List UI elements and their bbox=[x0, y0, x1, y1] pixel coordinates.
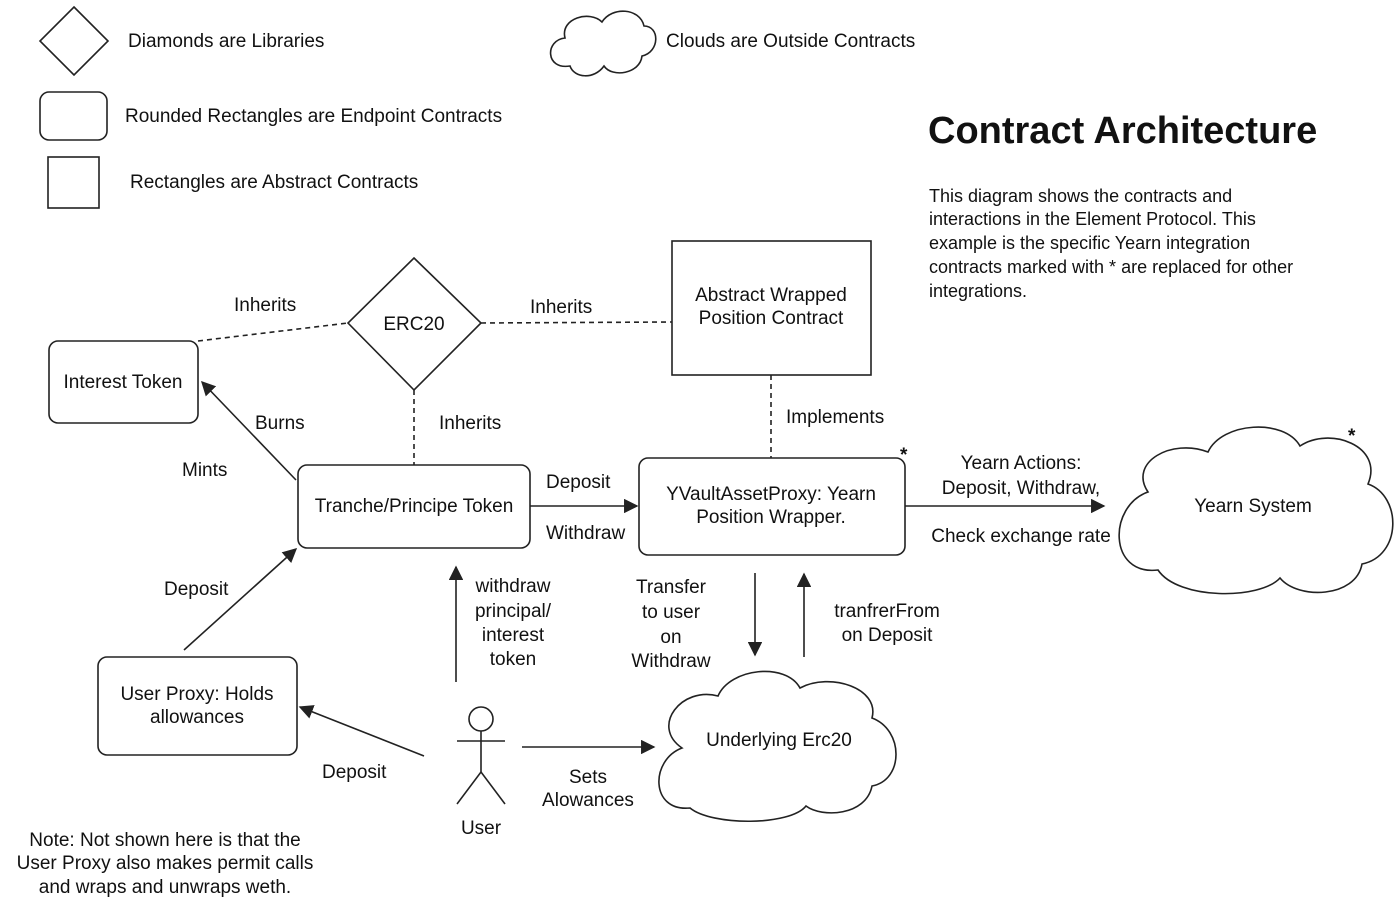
legend-rect-label: Rectangles are Abstract Contracts bbox=[130, 172, 418, 193]
description: This diagram shows the contracts and int… bbox=[929, 186, 1293, 301]
interest-token-rect bbox=[48, 340, 199, 424]
edge-userproxy-tranche-arrow bbox=[183, 548, 298, 651]
legend-diamond-label: Diamonds are Libraries bbox=[128, 31, 324, 52]
deposit-user-label: Deposit bbox=[322, 762, 387, 783]
withdraw-principal-label: token bbox=[490, 649, 536, 670]
transfer-to-user-label: on bbox=[660, 627, 681, 648]
yearn-system-label: Yearn System bbox=[1194, 496, 1312, 517]
edge-user-userproxy-arrow bbox=[298, 705, 425, 757]
legend-diamond-shape bbox=[38, 5, 110, 77]
yvault-label: Position Wrapper. bbox=[696, 507, 846, 528]
node-abstract-wrapped-position: Abstract Wrapped Position Contract bbox=[671, 240, 872, 376]
description-line: integrations. bbox=[929, 281, 1027, 301]
yearn-actions-label: Yearn Actions: bbox=[961, 453, 1082, 474]
transfer-to-user-label: Withdraw bbox=[631, 651, 710, 672]
erc20-diamond-shape bbox=[346, 256, 483, 392]
legend-rounded-label: Rounded Rectangles are Endpoint Contract… bbox=[125, 106, 502, 127]
inherits-left-label: Inherits bbox=[234, 295, 296, 316]
abstract-wrapped-rect bbox=[671, 240, 872, 376]
withdraw-principal-label: principal/ bbox=[475, 601, 552, 622]
node-tranche-principal-token: Tranche/Principe Token bbox=[297, 464, 531, 549]
legend-cloud-label: Clouds are Outside Contracts bbox=[666, 31, 915, 52]
edge-erc20-interest-inherits bbox=[197, 322, 349, 342]
legend: Diamonds are Libraries Clouds are Outsid… bbox=[38, 5, 915, 209]
yearn-actions-label: Deposit, Withdraw, bbox=[942, 478, 1100, 499]
implements-label: Implements bbox=[786, 407, 884, 428]
footnote: Note: Not shown here is that the User Pr… bbox=[17, 830, 314, 898]
transfer-to-user-label: to user bbox=[642, 602, 701, 623]
transfer-from-label: tranfrerFrom bbox=[834, 601, 940, 622]
edge-erc20-abstract-inherits bbox=[480, 321, 673, 324]
yearn-system-cloud-shape bbox=[1118, 426, 1394, 595]
node-erc20: ERC20 bbox=[346, 256, 483, 392]
withdraw-principal-label: withdraw bbox=[475, 576, 551, 597]
edge-tranche-interest-arrow bbox=[201, 380, 297, 481]
transfer-to-user-label: Transfer bbox=[636, 577, 707, 598]
interest-token-label: Interest Token bbox=[63, 372, 182, 393]
user-stick-figure-icon bbox=[456, 706, 506, 805]
transfer-from-label: on Deposit bbox=[842, 625, 934, 646]
withdraw-tranche-label: Withdraw bbox=[546, 523, 625, 544]
deposit-proxy-label: Deposit bbox=[164, 579, 229, 600]
user-label: User bbox=[461, 818, 502, 839]
yvault-label: YVaultAssetProxy: Yearn bbox=[666, 484, 876, 505]
underlying-erc20-label: Underlying Erc20 bbox=[706, 730, 852, 751]
check-exchange-rate-label: Check exchange rate bbox=[931, 526, 1111, 547]
yvault-replaceable-star: * bbox=[900, 445, 908, 466]
abstract-wrapped-label: Abstract Wrapped bbox=[695, 285, 847, 306]
legend-cloud-shape bbox=[549, 10, 657, 77]
burns-label: Burns bbox=[255, 413, 305, 434]
edges bbox=[183, 321, 1106, 757]
erc20-label: ERC20 bbox=[383, 314, 444, 335]
description-line: interactions in the Element Protocol. Th… bbox=[929, 209, 1256, 229]
footnote-line: User Proxy also makes permit calls bbox=[17, 853, 314, 874]
edge-labels: Inherits Inherits Inherits Implements Bu… bbox=[164, 295, 1111, 811]
sets-allowances-label: Alowances bbox=[542, 790, 634, 811]
deposit-tranche-label: Deposit bbox=[546, 472, 611, 493]
yearn-replaceable-star: * bbox=[1348, 426, 1356, 447]
user-proxy-label: User Proxy: Holds bbox=[120, 684, 273, 705]
tranche-rect bbox=[297, 464, 531, 549]
user-proxy-label: allowances bbox=[150, 707, 244, 728]
tranche-label: Tranche/Principe Token bbox=[315, 496, 514, 517]
sets-allowances-label: Sets bbox=[569, 767, 607, 788]
node-user: User bbox=[456, 706, 506, 839]
underlying-erc20-cloud-shape bbox=[658, 670, 897, 823]
footnote-line: Note: Not shown here is that the bbox=[29, 830, 300, 851]
legend-rect-shape bbox=[47, 156, 100, 209]
withdraw-principal-label: interest bbox=[482, 625, 545, 646]
description-line: This diagram shows the contracts and bbox=[929, 186, 1232, 206]
user-proxy-rect bbox=[97, 656, 298, 756]
node-yvault-asset-proxy: YVaultAssetProxy: Yearn Position Wrapper… bbox=[638, 457, 906, 556]
node-underlying-erc20: Underlying Erc20 bbox=[658, 670, 897, 823]
inherits-right-label: Inherits bbox=[530, 297, 592, 318]
inherits-down-label: Inherits bbox=[439, 413, 501, 434]
node-user-proxy: User Proxy: Holds allowances bbox=[97, 656, 298, 756]
description-line: contracts marked with * are replaced for… bbox=[929, 257, 1293, 277]
node-yearn-system: Yearn System bbox=[1118, 426, 1394, 595]
page-title: Contract Architecture bbox=[928, 110, 1317, 152]
node-interest-token: Interest Token bbox=[48, 340, 199, 424]
legend-rounded-rect-shape bbox=[39, 91, 108, 141]
mints-label: Mints bbox=[182, 460, 227, 481]
footnote-line: and wraps and unwraps weth. bbox=[39, 877, 291, 898]
abstract-wrapped-label: Position Contract bbox=[699, 308, 844, 329]
description-line: example is the specific Yearn integratio… bbox=[929, 233, 1250, 253]
yvault-rect bbox=[638, 457, 906, 556]
